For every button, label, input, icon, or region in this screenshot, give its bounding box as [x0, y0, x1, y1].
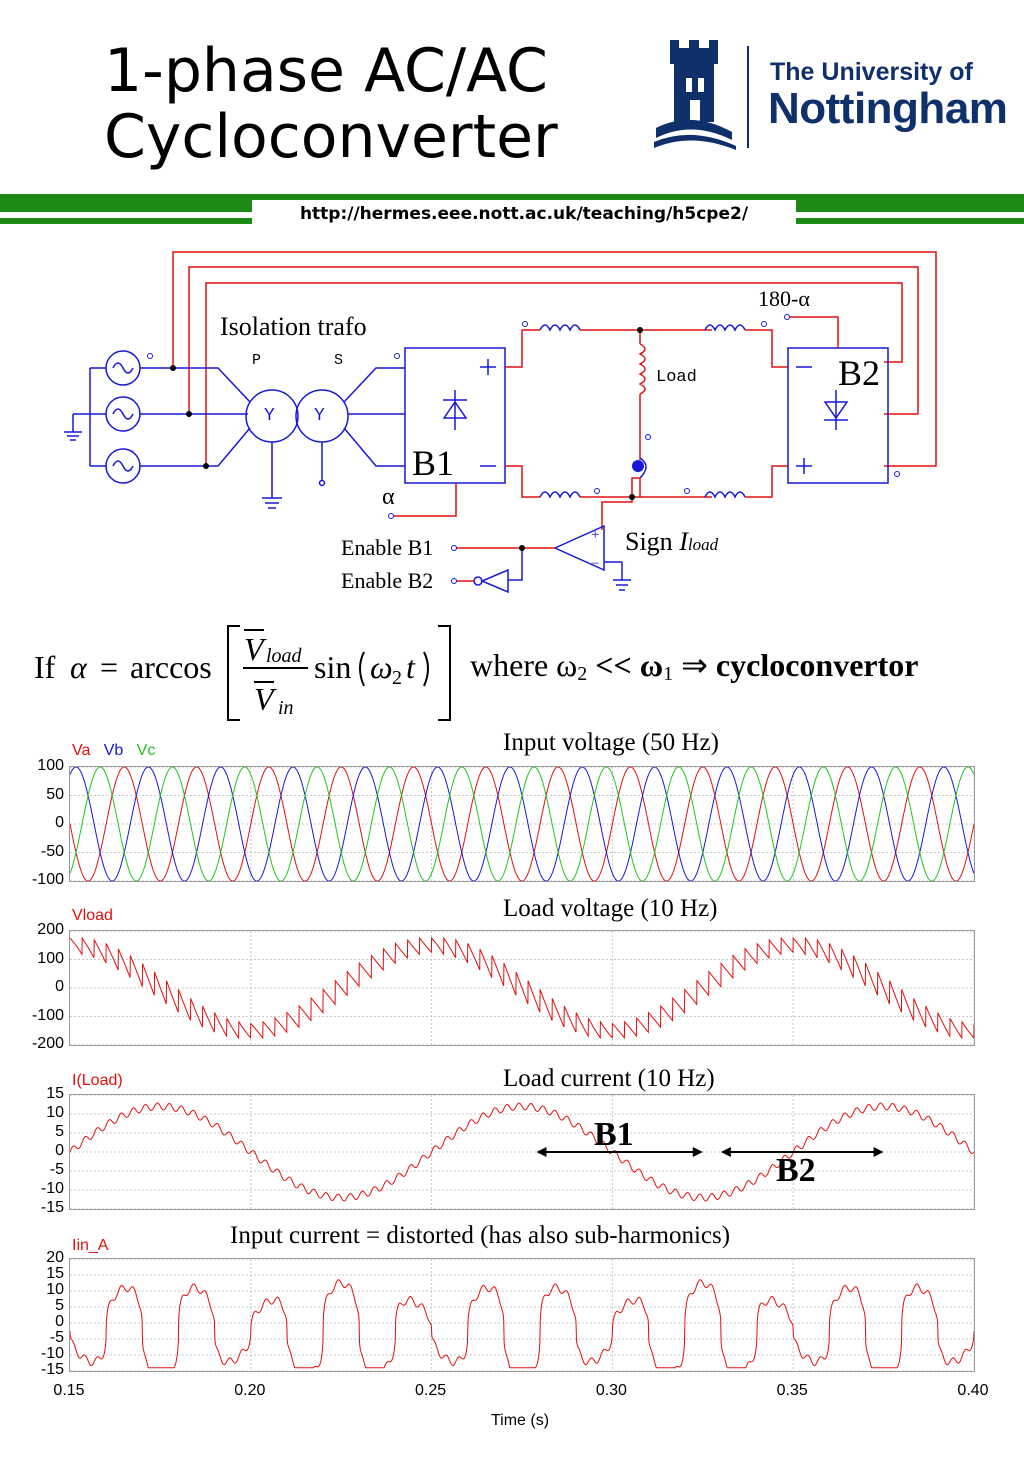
y-tick-label: 15: [46, 1265, 64, 1282]
chart4-plot: [69, 1258, 975, 1372]
y-tick-label: 0: [55, 1142, 64, 1159]
bridge-b2-label: B2: [838, 353, 881, 393]
arrow-head-right-b2: [873, 1147, 884, 1157]
x-tick-label: 0.35: [776, 1382, 808, 1399]
logo-line2: Nottingham: [768, 84, 1008, 133]
x-tick-label: 0.20: [234, 1382, 266, 1399]
legend-vc: Vc: [136, 742, 156, 759]
enable-b2-label: Enable B2: [341, 568, 434, 593]
y-tick-label: 10: [46, 1104, 64, 1121]
alpha-label: α: [382, 484, 395, 510]
formula-eq: =: [100, 649, 118, 685]
y-tick-label: -15: [40, 1199, 64, 1216]
series-vload: [70, 936, 974, 1040]
chart2-title: Load voltage (10 Hz): [503, 895, 718, 922]
formula-arccos: arccos: [130, 649, 212, 685]
y-tick-label: 50: [46, 785, 64, 803]
chart2-legend: Vload: [72, 907, 113, 924]
chart2-plot: [69, 930, 975, 1046]
castle-icon: [654, 40, 736, 150]
y-tick-label: -200: [31, 1035, 64, 1052]
y-tick-label: -10: [40, 1345, 64, 1362]
chart1-legend: Va Vb Vc: [72, 742, 155, 760]
y-tick-label: 0: [55, 814, 64, 831]
y-tick-label: -15: [40, 1361, 64, 1378]
arrow-head-left-b1: [536, 1147, 547, 1157]
series-iload: [70, 1102, 974, 1202]
logo-line1: The University of: [770, 58, 973, 86]
bridge-b1-label: B1: [412, 443, 455, 483]
formula: If α = arccos V load V in sin ω 2 t wher…: [34, 625, 918, 721]
annotation-b2: B2: [776, 1152, 816, 1189]
legend-vb: Vb: [103, 742, 124, 759]
x-tick-label: 0.25: [415, 1382, 447, 1399]
isolation-trafo-label: Isolation trafo: [220, 312, 367, 341]
formula-if: If: [34, 649, 56, 685]
y-tick-label: 100: [37, 949, 64, 967]
y-tick-label: -50: [40, 842, 64, 860]
formula-v-load: V: [244, 631, 267, 667]
primary-label: P: [252, 352, 262, 369]
x-tick-label: 0.30: [595, 1382, 627, 1399]
y-tick-label: 5: [55, 1123, 64, 1140]
y-tick-label: 10: [46, 1281, 64, 1298]
formula-in-sub: in: [278, 697, 294, 719]
load-subscript: load: [687, 535, 719, 554]
formula-where: where ω2 << ω1 ⇒ cycloconvertor: [470, 647, 918, 685]
page-title: 1-phase AC/AC Cycloconverter: [104, 36, 558, 172]
university-logo: [654, 40, 749, 150]
arrow-head-right-b1: [692, 1147, 703, 1157]
y-tick-label: 0: [55, 1313, 64, 1330]
chart3-legend: I(Load): [72, 1072, 123, 1089]
chart3-title: Load current (10 Hz): [503, 1065, 715, 1092]
sign-iload-label: Sign Iload: [625, 527, 718, 557]
chart1-title: Input voltage (50 Hz): [503, 729, 719, 756]
series-iin: [70, 1279, 974, 1369]
i-symbol: I: [679, 527, 688, 556]
x-tick-label: 0.40: [957, 1382, 989, 1399]
star-secondary-label: Y: [314, 406, 325, 426]
y-tick-label: 200: [37, 921, 64, 938]
course-url: http://hermes.eee.nott.ac.uk/teaching/h5…: [252, 200, 796, 228]
load-label: Load: [656, 368, 697, 387]
formula-omega-sub: 2: [392, 667, 402, 689]
y-tick-label: 0: [55, 978, 64, 995]
star-primary-label: Y: [264, 406, 275, 426]
formula-sin: sin: [314, 649, 351, 685]
circuit-diagram: [64, 251, 937, 594]
y-tick-label: -5: [49, 1161, 64, 1178]
formula-alpha: α: [70, 649, 88, 685]
comparator-minus: −: [591, 556, 600, 572]
x-tick-label: 0.15: [53, 1382, 85, 1399]
comparator-plus: +: [591, 527, 600, 543]
y-tick-label: -5: [49, 1329, 64, 1346]
y-tick-label: 20: [46, 1249, 64, 1266]
x-axis-label: Time (s): [490, 1412, 550, 1429]
series-vc: [70, 767, 974, 881]
y-tick-label: 15: [46, 1085, 64, 1102]
formula-t: t: [406, 649, 416, 685]
y-tick-label: 100: [37, 757, 64, 774]
y-tick-label: 5: [55, 1297, 64, 1314]
annotation-b1: B1: [594, 1116, 634, 1153]
chart4-legend: Iin_A: [72, 1237, 109, 1254]
formula-load-sub: load: [266, 645, 303, 667]
enable-b1-label: Enable B1: [341, 535, 434, 560]
arrow-head-left-b2: [720, 1147, 731, 1157]
y-tick-label: -10: [40, 1180, 64, 1197]
legend-va: Va: [72, 742, 91, 759]
secondary-label: S: [334, 352, 344, 369]
alpha-180-label: 180-α: [758, 286, 810, 311]
formula-omega: ω: [370, 649, 393, 685]
chart4-title: Input current = distorted (has also sub-…: [230, 1222, 731, 1249]
chart3-plot: [69, 1094, 975, 1210]
chart1-plot: [69, 766, 975, 882]
y-tick-label: -100: [31, 871, 64, 888]
sign-text: Sign: [625, 527, 680, 556]
y-tick-label: -100: [31, 1006, 64, 1024]
formula-v-in: V: [254, 681, 277, 717]
